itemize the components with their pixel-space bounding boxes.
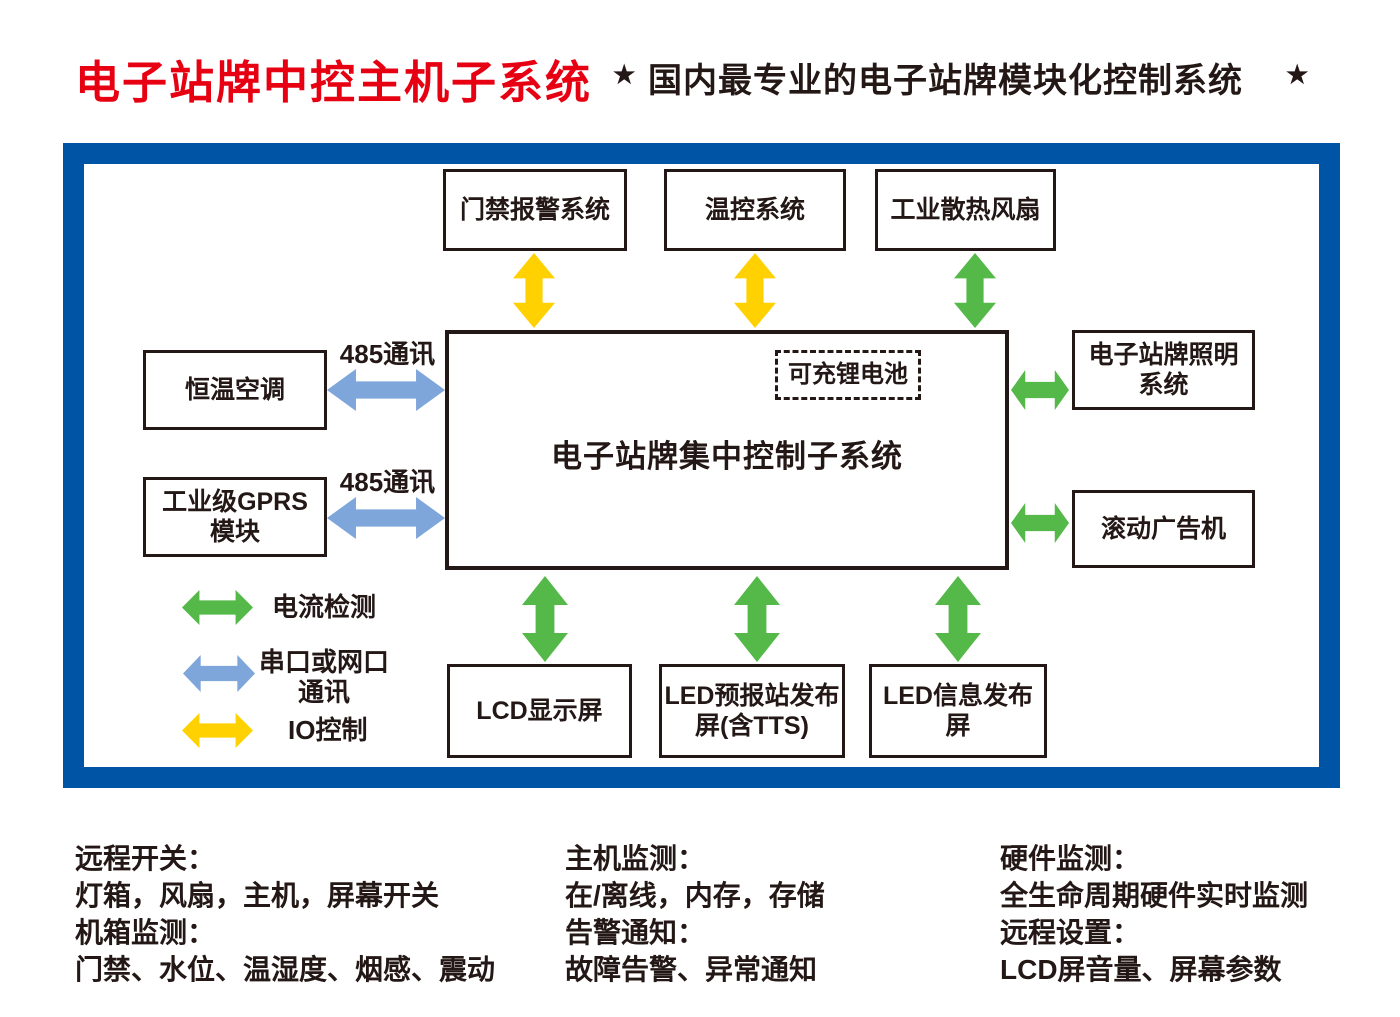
node-label: LED信息发布屏 (882, 681, 1033, 741)
legend-serial-link-label: 串口或网口 通讯 (258, 647, 389, 707)
feature-line: 机箱监测： (75, 917, 216, 948)
node-signboard-lighting-system: 电子站牌照明 系统 (1072, 330, 1255, 410)
node-door-alarm-system: 门禁报警系统 (443, 169, 627, 251)
star-icon: ★ (613, 61, 636, 89)
page-title: 电子站牌中控主机子系统 (75, 57, 593, 108)
node-label: LCD显示屏 (476, 696, 603, 725)
legend-io-control-label: IO控制 (288, 715, 368, 745)
node-label: 门禁报警系统 (459, 195, 610, 224)
node-label: 电子站牌照明 系统 (1088, 340, 1239, 400)
legend-io-control-arrow-icon (182, 713, 253, 748)
node-label: 滚动广告机 (1100, 514, 1226, 543)
node-label: 恒温空调 (184, 375, 285, 404)
feature-line: 全生命周期硬件实时监测 (1000, 880, 1309, 911)
node-label: LED预报站发布 屏(含TTS) (664, 681, 840, 741)
node-industrial-gprs-module: 工业级GPRS 模块 (143, 477, 327, 557)
legend-current-detect-arrow-icon (182, 590, 253, 625)
feature-line: 远程设置： (1000, 917, 1141, 948)
node-label: 工业级GPRS 模块 (162, 487, 308, 547)
link-label-485: 485通讯 (339, 339, 436, 369)
current-detect-arrow-lcd (522, 576, 568, 662)
feature-line: 主机监测： (565, 843, 706, 874)
feature-line: 远程开关： (75, 843, 216, 874)
star-icon: ★ (1286, 61, 1309, 89)
serial-link-arrow-gprs (327, 497, 445, 539)
feature-line: 告警通知： (565, 917, 706, 948)
io-control-arrow-door-alarm (513, 253, 555, 328)
io-control-arrow-temp-control (734, 253, 776, 328)
node-lcd-display: LCD显示屏 (447, 664, 632, 758)
feature-line: LCD屏音量、屏幕参数 (1000, 954, 1282, 985)
node-rechargeable-battery: 可充锂电池 (775, 350, 921, 400)
current-detect-arrow-led-forecast (734, 576, 780, 662)
legend-serial-link-arrow-icon (183, 655, 255, 692)
feature-line: 硬件监测： (1000, 843, 1141, 874)
feature-line: 故障告警、异常通知 (565, 954, 818, 985)
current-detect-arrow-ad-player (1011, 503, 1069, 543)
feature-line: 在/离线，内存，存储 (565, 880, 825, 911)
feature-column-host-monitor: 主机监测： 在/离线，内存，存储 告警通知： 故障告警、异常通知 (565, 840, 825, 988)
node-scrolling-ad-player: 滚动广告机 (1072, 490, 1255, 568)
node-central-control-subsystem: 可充锂电池 电子站牌集中控制子系统 (445, 330, 1009, 570)
node-label: 温控系统 (704, 195, 805, 224)
legend-current-detect-label: 电流检测 (272, 592, 377, 622)
node-led-forecast-screen: LED预报站发布 屏(含TTS) (659, 664, 845, 758)
node-label: 工业散热风扇 (890, 195, 1041, 224)
link-label-485: 485通讯 (339, 467, 436, 497)
node-temperature-control-system: 温控系统 (664, 169, 846, 251)
node-led-info-screen: LED信息发布屏 (869, 664, 1047, 758)
feature-line: 门禁、水位、温湿度、烟感、震动 (75, 954, 496, 985)
feature-column-hardware-monitor: 硬件监测： 全生命周期硬件实时监测 远程设置： LCD屏音量、屏幕参数 (1000, 840, 1308, 988)
current-detect-arrow-lighting (1011, 370, 1069, 410)
page-subtitle: 国内最专业的电子站牌模块化控制系统 (648, 62, 1243, 100)
feature-column-remote-switch: 远程开关： 灯箱，风扇，主机，屏幕开关 机箱监测： 门禁、水位、温湿度、烟感、震… (75, 840, 495, 988)
node-industrial-cooling-fan: 工业散热风扇 (875, 169, 1056, 251)
current-detect-arrow-fan (954, 253, 996, 328)
feature-line: 灯箱，风扇，主机，屏幕开关 (75, 880, 440, 911)
node-constant-temp-aircon: 恒温空调 (143, 350, 327, 430)
current-detect-arrow-led-info (935, 576, 981, 662)
serial-link-arrow-aircon (327, 369, 445, 411)
battery-label: 可充锂电池 (788, 361, 908, 389)
central-node-label: 电子站牌集中控制子系统 (551, 439, 903, 474)
